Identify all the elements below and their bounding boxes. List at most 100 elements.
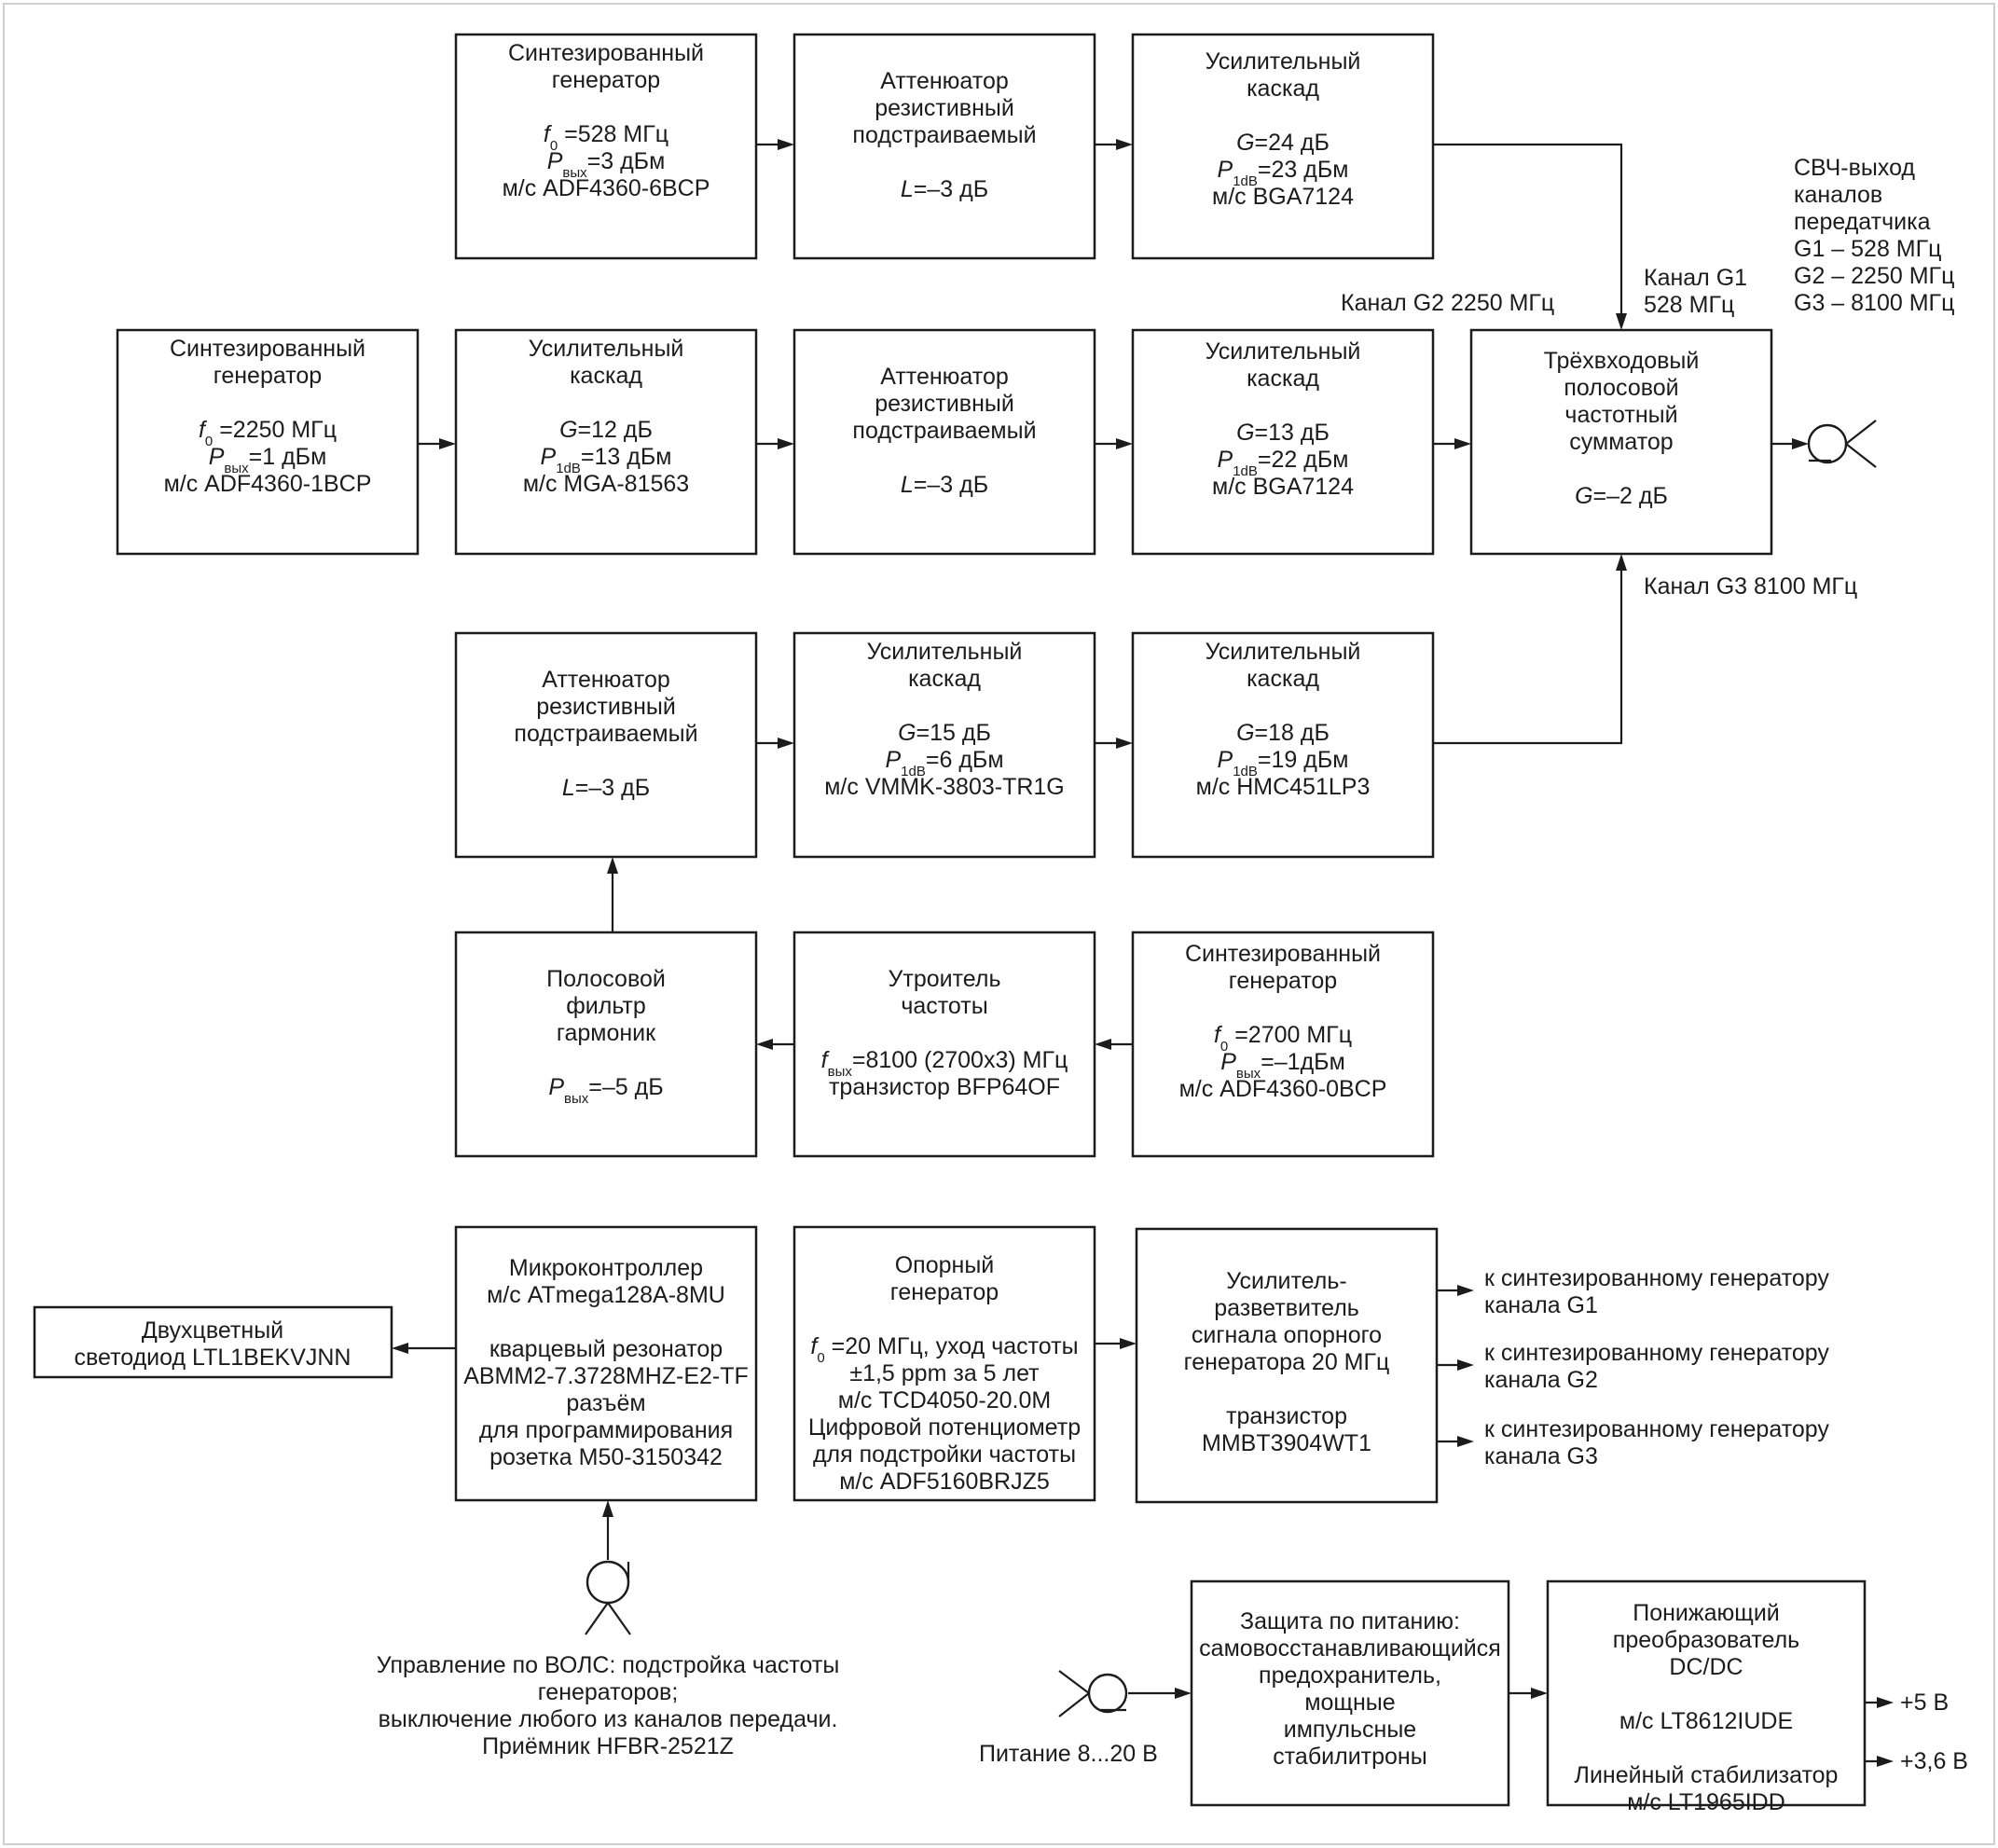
arrow-g2-amp1-to-atten [778,438,794,449]
text-line: подстраиваемый [852,122,1036,148]
arrow-g3-tripler-to-filter [756,1039,773,1050]
text-line: м/с ADF4360-1BCP [164,471,372,497]
text-line [942,445,948,471]
antenna-connector-icon [1807,420,1877,468]
text-line: преобразователь [1613,1627,1799,1653]
text-line: транзистор [1226,1403,1347,1429]
label-power-input: Питание 8...20 В [979,1741,1158,1767]
text-line [942,1306,948,1332]
arrow-mcu-to-led [392,1343,408,1354]
text-line: м/с TCD4050-20.0M [838,1387,1051,1414]
text-line: подстраиваемый [514,721,697,747]
text-line: L=–3 дБ [562,775,650,801]
text-line: разветвитель [1214,1295,1359,1321]
text-line: каскад [570,363,642,389]
text-line: Усилительный [1206,639,1361,665]
text-line: Канал G3 8100 МГц [1644,573,1857,600]
text-line [942,693,948,719]
arrow-g2-atten-to-amp2 [1116,438,1133,449]
label-output-3-6v: +3,6 В [1900,1748,1968,1774]
arrow-g1-atten-to-amp [1116,139,1133,150]
text-line: м/с LT8612IUDE [1619,1708,1793,1734]
text-line: Аттенюатор [880,68,1009,94]
text-line: Канал G2 2250 МГц [1341,290,1554,316]
text-line: розетка M50-3150342 [489,1444,723,1470]
text-line: генератора 20 МГц [1184,1349,1390,1375]
arrow-combiner-to-rf-out [1792,438,1809,449]
text-line: P1dB=6 дБм [885,747,1003,779]
block-power-protection: Защита по питанию:самовосстанавливающийс… [1190,1579,1510,1807]
text-line: f0 =2250 МГц [199,417,337,449]
text-line [603,1309,610,1335]
arrow-g3-atten-to-amp1 [778,738,794,749]
arrow-power-in-to-protection [1175,1688,1192,1699]
text-line [1280,995,1287,1021]
text-line: G2 – 2250 МГц [1794,263,1954,289]
arrow-dcdc-to-5v [1877,1697,1894,1708]
text-line: G=18 дБ [1236,720,1330,746]
arrow-g1-synth-to-atten [778,139,794,150]
text-line: м/с MGA-81563 [523,471,689,497]
text-line: м/с ADF5160BRJZ5 [839,1469,1050,1495]
text-line: для подстройки частоты [813,1441,1076,1468]
text-line: Питание 8...20 В [979,1741,1158,1767]
text-line: канала G2 [1484,1367,1598,1393]
text-line: Цифровой потенциометр [808,1414,1081,1441]
arrow-g2-to-combiner [1454,438,1471,449]
text-line: Понижающий [1633,1600,1780,1626]
text-line: частотный [1564,402,1677,428]
text-line: м/с HMC451LP3 [1196,774,1371,800]
connections [392,139,1894,1767]
text-line [1703,1681,1710,1707]
text-line: G=13 дБ [1236,420,1330,446]
arrow-splitter-to-g1 [1457,1285,1474,1296]
text-line: P1dB=19 дБм [1218,747,1349,779]
text-line: Усилительный [867,639,1023,665]
text-line: импульсные [1284,1717,1416,1743]
text-line: G3 – 8100 МГц [1794,290,1954,316]
text-line: разъём [566,1390,645,1416]
arrow-ref-gen-to-splitter [1120,1338,1137,1349]
text-line: L=–3 дБ [901,176,988,202]
text-line: f0 =2700 МГц [1214,1022,1352,1055]
text-line: DC/DC [1669,1654,1743,1680]
arrow-g3-filter-to-atten [607,857,618,874]
text-line: G=12 дБ [559,417,653,443]
arrow-dcdc-to-3-6v [1877,1756,1894,1767]
arrow-g1-to-combiner [1616,313,1627,330]
text-line: Усилительный [529,336,684,362]
text-line: 528 МГц [1644,292,1734,318]
text-line: Усилительный [1206,48,1361,75]
text-line: предохранитель, [1259,1662,1441,1689]
text-line: +3,6 В [1900,1748,1968,1774]
text-line: м/с BGA7124 [1212,184,1354,210]
text-line: G=–2 дБ [1575,483,1668,509]
text-line: СВЧ-выход [1794,155,1915,181]
text-line: фильтр [566,993,646,1019]
text-line: подстраиваемый [852,418,1036,444]
label-channel-g3: Канал G3 8100 МГц [1644,573,1857,600]
